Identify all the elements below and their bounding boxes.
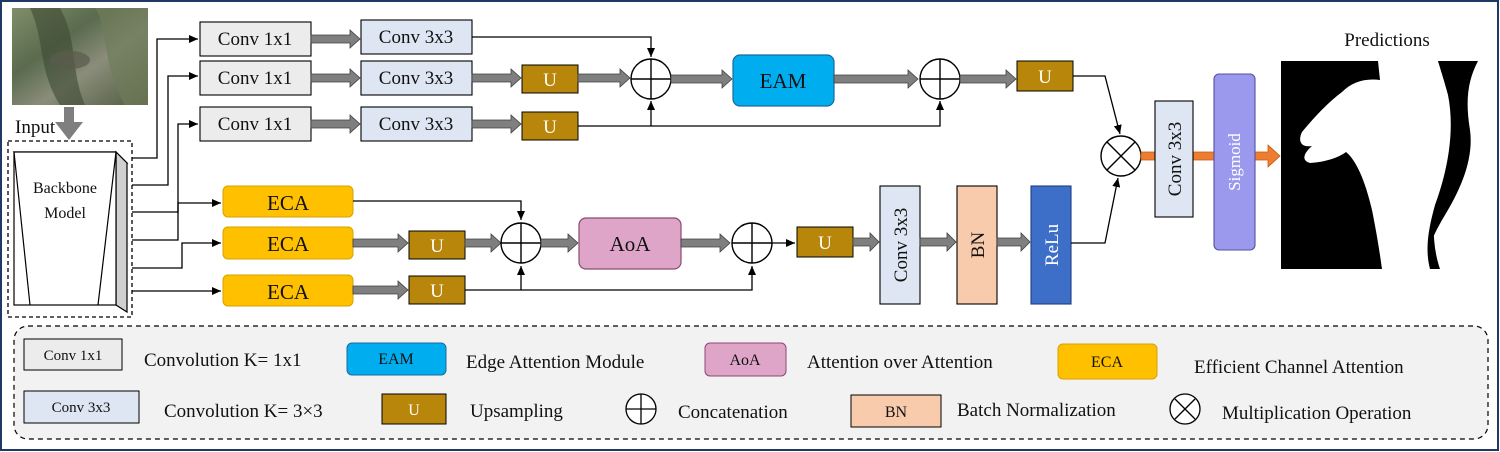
- backbone-dashed-box: [7, 140, 133, 318]
- legend-upsample-key: U: [408, 402, 420, 419]
- upsample-block-3: [1016, 60, 1074, 92]
- legend-conv1x1-key: Conv 1x1: [44, 348, 103, 364]
- aoa-label: AoA: [610, 232, 652, 256]
- legend-eca-swatch: [1057, 343, 1158, 380]
- eca-label-1: ECA: [267, 191, 310, 215]
- upsample-block-1: [521, 64, 579, 94]
- concat-icon-2: [919, 58, 961, 100]
- eam-label: EAM: [760, 69, 807, 93]
- legend-upsample-swatch: [381, 393, 447, 425]
- legend-concat-desc: Concatenation: [678, 402, 788, 423]
- eca-label-3: ECA: [267, 280, 310, 304]
- concat-icon-4: [731, 222, 773, 264]
- legend-multiply-icon: [1169, 393, 1201, 425]
- legend-aoa-swatch: [704, 342, 787, 377]
- conv1x1-block-3: [199, 106, 312, 142]
- legend-eam-key: EAM: [378, 351, 414, 368]
- input-label: Input: [15, 117, 56, 138]
- legend-multiply-desc: Multiplication Operation: [1222, 403, 1412, 424]
- relu-vertical-block: [1030, 185, 1072, 305]
- legend-aoa-key: AoA: [729, 352, 761, 369]
- conv3x3-label-1: Conv 3x3: [379, 27, 453, 48]
- input-arrow: [55, 107, 83, 140]
- legend-eca-key: ECA: [1091, 354, 1123, 371]
- legend-eam-desc: Edge Attention Module: [466, 352, 644, 373]
- upsample-block-4: [408, 230, 466, 260]
- legend-upsample-desc: Upsampling: [470, 401, 563, 422]
- upsample-label-3: U: [1038, 67, 1052, 88]
- concat-icon-1: [630, 58, 672, 100]
- conv3x3-block-3: [360, 106, 473, 142]
- legend-bn-desc: Batch Normalization: [957, 400, 1116, 421]
- backbone-label-line2: Model: [44, 205, 86, 222]
- legend-eam-swatch: [346, 342, 447, 376]
- input-image: [12, 8, 148, 105]
- legend-bn-swatch: [850, 394, 942, 428]
- bn-vertical-label: BN: [968, 232, 989, 259]
- upsample-label-6: U: [818, 233, 832, 254]
- conv3x3-vertical-label: Conv 3x3: [891, 208, 912, 282]
- conv3x3-final-label: Conv 3x3: [1165, 122, 1186, 196]
- multiply-icon: [1100, 135, 1142, 177]
- legend-conv3x3-key: Conv 3x3: [52, 400, 111, 416]
- sigmoid-label: Sigmoid: [1225, 133, 1244, 191]
- conv3x3-label-3: Conv 3x3: [379, 114, 453, 135]
- upsample-label-5: U: [430, 281, 444, 302]
- upsample-block-5: [408, 275, 466, 305]
- prediction-mask-image: [1281, 61, 1489, 269]
- legend-conv1x1-desc: Convolution K= 1x1: [144, 350, 301, 371]
- legend-eca-desc: Efficient Channel Attention: [1194, 357, 1404, 378]
- predictions-label: Predictions: [1344, 30, 1430, 51]
- relu-vertical-label: ReLu: [1042, 223, 1063, 266]
- legend-conv1x1-swatch: [23, 338, 123, 371]
- upsample-label-2: U: [543, 117, 557, 138]
- legend-conv3x3-swatch: [23, 390, 140, 424]
- conv3x3-label-2: Conv 3x3: [379, 68, 453, 89]
- concat-icon-3: [500, 222, 542, 264]
- sigmoid-block: [1213, 73, 1256, 251]
- legend-concat-icon: [625, 393, 657, 425]
- legend-aoa-desc: Attention over Attention: [807, 352, 993, 373]
- conv1x1-label-2: Conv 1x1: [218, 68, 292, 89]
- backbone-label-line1: Backbone: [33, 180, 97, 197]
- legend-bn-key: BN: [885, 404, 908, 421]
- upsample-label-1: U: [543, 70, 557, 91]
- conv1x1-label-3: Conv 1x1: [218, 114, 292, 135]
- conv1x1-label-1: Conv 1x1: [218, 29, 292, 50]
- legend-conv3x3-desc: Convolution K= 3×3: [164, 401, 323, 422]
- upsample-label-4: U: [430, 236, 444, 257]
- eca-label-2: ECA: [267, 232, 310, 256]
- conv3x3-final-block: [1154, 100, 1194, 218]
- upsample-block-6: [796, 226, 854, 258]
- backbone-model-block: [12, 150, 129, 314]
- upsample-block-2: [521, 111, 579, 141]
